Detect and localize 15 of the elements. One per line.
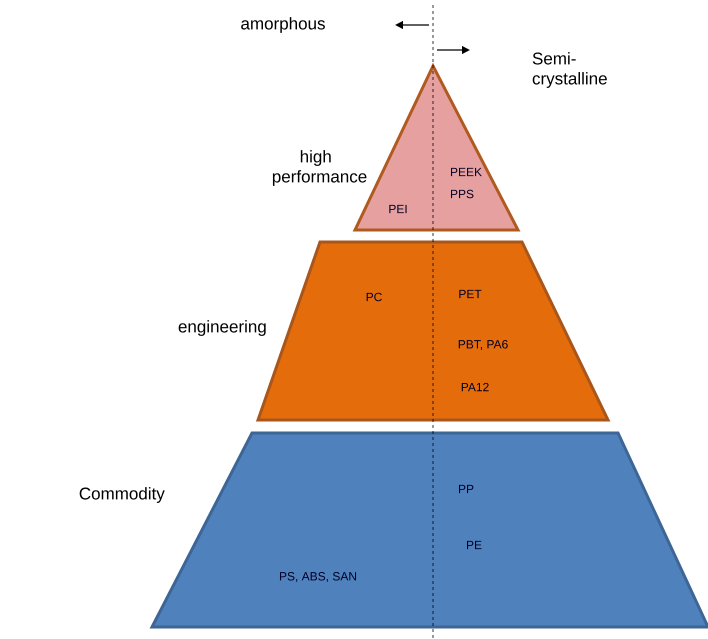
polymer-label: PEEK (451, 168, 482, 176)
tier-label: engineering (178, 320, 266, 336)
polymer-label: PC (366, 292, 382, 302)
polymer-label: PP (459, 484, 474, 494)
region-label: amorphous (241, 17, 325, 33)
polymer-label: PBT, PA6 (458, 340, 508, 350)
polymer-label: PE (467, 540, 482, 550)
polymer-label: PET (459, 290, 482, 298)
polymer-label: PS, ABS, SAN (280, 572, 356, 582)
polymer-label: PA12 (462, 382, 489, 392)
tier-label: Commodity (80, 487, 165, 503)
polymer-label: PEI (389, 204, 407, 214)
polymer-label: PPS (451, 190, 474, 198)
region-label: Semi-crystalline (532, 52, 607, 88)
tier-label: high performance (272, 150, 366, 186)
